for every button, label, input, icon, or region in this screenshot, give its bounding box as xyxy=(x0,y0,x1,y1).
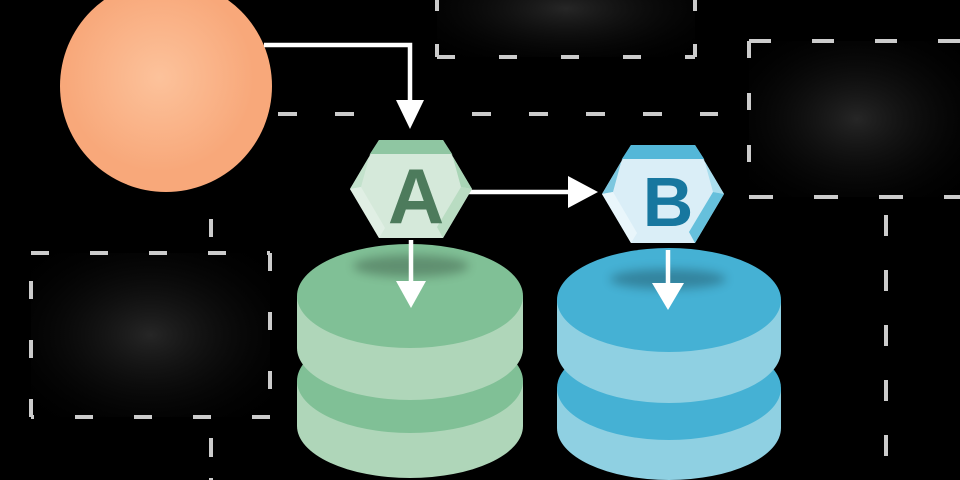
arrow-b-to-blue-db xyxy=(652,250,684,310)
dashed-box-bottom-left-glow xyxy=(31,253,270,417)
hexagon-a-bevel-lower-right xyxy=(437,187,472,238)
hexagon-node-a: A xyxy=(350,140,472,240)
arrow-circle-to-a xyxy=(264,42,424,129)
arrow-circle-to-a-line xyxy=(264,42,413,102)
arrow-a-to-green-db-head xyxy=(396,281,426,308)
hexagon-a-face xyxy=(350,140,472,238)
dashed-box-top-center xyxy=(435,0,697,59)
database-blue xyxy=(557,248,781,480)
dashed-box-top-right xyxy=(747,39,960,199)
hexagon-a-label: A xyxy=(388,152,444,240)
arrow-a-to-green-db xyxy=(396,240,426,308)
source-circle-node xyxy=(60,0,272,192)
dashed-box-bottom-left xyxy=(29,251,272,419)
hexagon-b-label: B xyxy=(643,163,694,241)
dashed-connectors xyxy=(209,112,888,480)
arrow-b-to-blue-db-head xyxy=(652,283,684,310)
hexagon-a-bevel-lower-left xyxy=(350,187,385,238)
hexagon-b-bevel-lower-right xyxy=(689,192,724,243)
arrow-a-to-b-head xyxy=(568,176,598,208)
hexagon-b-top-facet xyxy=(622,145,704,159)
hexagon-b-face xyxy=(602,145,724,243)
dashed-box-top-center-glow xyxy=(437,0,695,57)
arrow-a-to-b xyxy=(468,176,598,208)
dashed-box-top-right-glow xyxy=(749,41,960,197)
hexagon-node-b: B xyxy=(602,145,724,243)
arrow-circle-to-a-head xyxy=(396,100,424,129)
hexagon-a-top-facet xyxy=(370,140,452,154)
hexagon-b-bevel-lower-left xyxy=(602,192,637,243)
